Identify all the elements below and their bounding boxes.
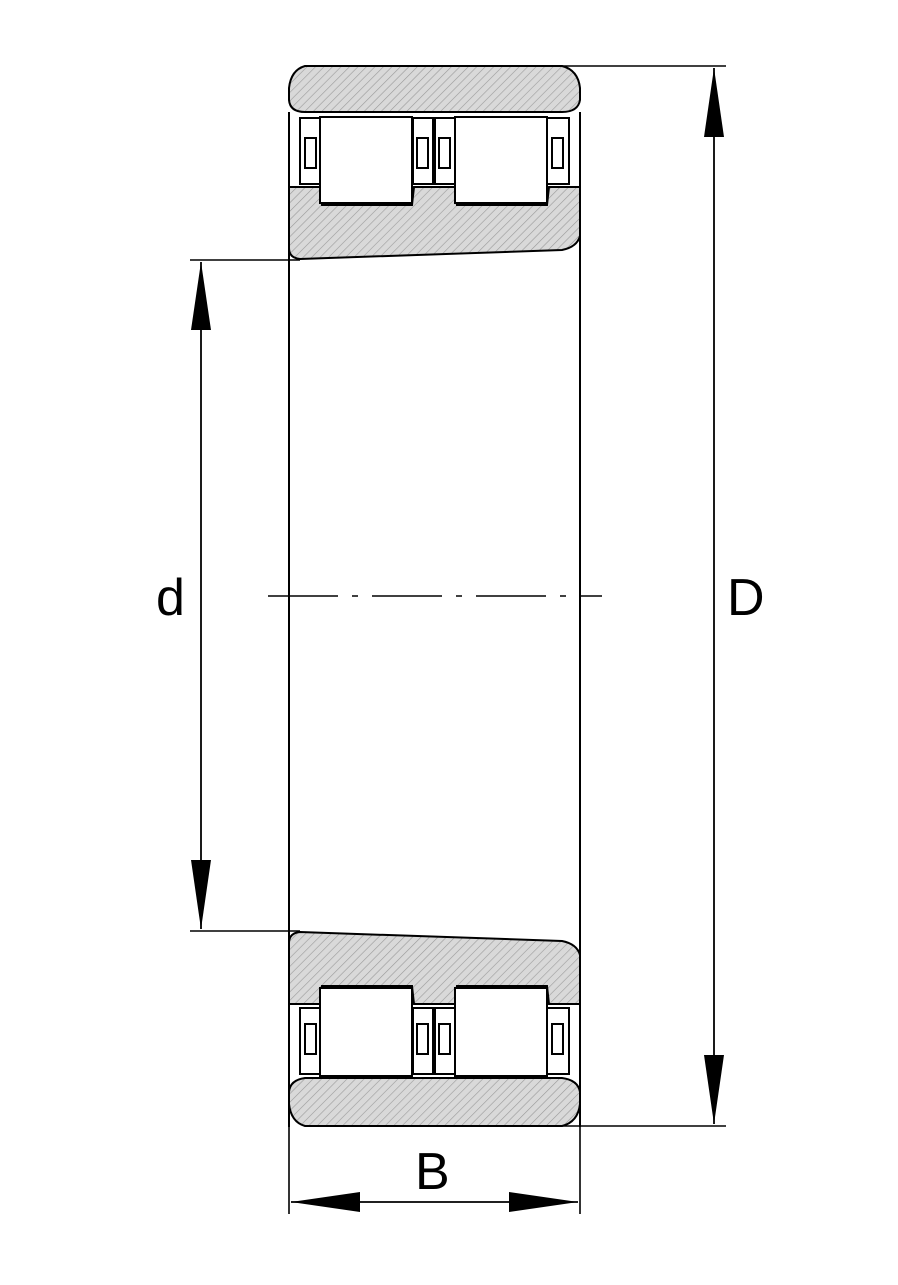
label-d: d xyxy=(156,569,185,627)
outer-ring-top xyxy=(288,65,581,113)
dimension-d xyxy=(190,259,300,932)
arrowhead-B-right xyxy=(509,1192,578,1212)
label-B: B xyxy=(415,1143,450,1201)
roller-bottom-right xyxy=(454,987,548,1077)
dimension-D xyxy=(562,65,726,1127)
arrowhead-d-bottom xyxy=(191,860,211,929)
outer-ring-bottom xyxy=(288,1077,581,1127)
roller-top-right xyxy=(454,116,548,204)
cage-bottom xyxy=(299,1007,570,1075)
cage-top xyxy=(299,117,570,185)
arrowhead-d-top xyxy=(191,262,211,330)
arrowhead-D-bottom xyxy=(704,1055,724,1124)
label-D: D xyxy=(727,569,765,627)
roller-top-left xyxy=(319,116,413,204)
arrowhead-D-top xyxy=(704,68,724,137)
dimension-B xyxy=(288,1127,581,1214)
roller-bottom-left xyxy=(319,987,413,1077)
arrowhead-B-left xyxy=(291,1192,360,1212)
